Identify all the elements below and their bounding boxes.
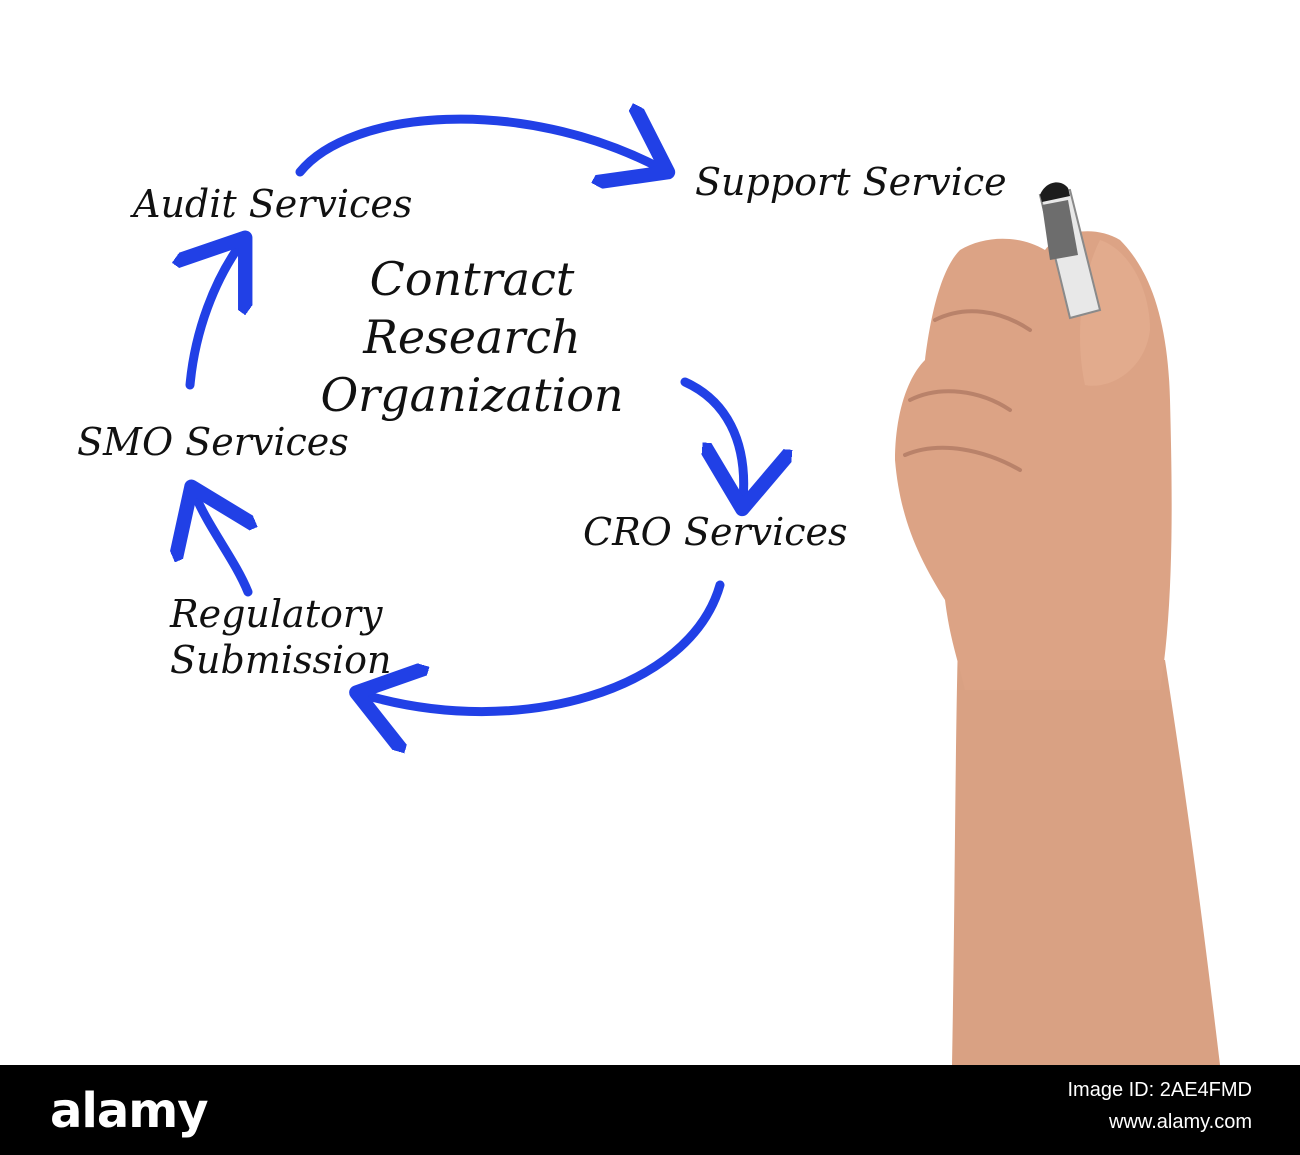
cycle-arrows — [0, 0, 1300, 1065]
arrow-regulatory-to-smo — [195, 495, 248, 597]
hand-with-marker-illustration — [895, 182, 1220, 1065]
alamy-logo: alamy — [50, 1083, 209, 1139]
arrow-audit-to-support — [295, 119, 660, 172]
marker-pen — [1038, 182, 1102, 320]
center-title: Contract Research Organization — [262, 250, 682, 424]
thumb — [1080, 240, 1150, 386]
stock-footer-bar: alamy Image ID: 2AE4FMD www.alamy.com — [0, 1065, 1300, 1155]
arrow-title-to-cro — [680, 377, 744, 500]
node-regulatory-line-2: Submission — [170, 638, 392, 682]
image-id-text: Image ID: 2AE4FMD — [1067, 1079, 1252, 1101]
center-title-line-2: Research — [363, 310, 581, 364]
center-title-line-1: Contract — [369, 252, 575, 306]
node-smo-services: SMO Services — [77, 420, 349, 464]
forearm — [952, 640, 1220, 1065]
knuckle-shading — [903, 309, 1032, 472]
arrow-smo-to-audit — [190, 245, 240, 390]
site-url-text: www.alamy.com — [1109, 1111, 1252, 1133]
node-support-service: Support Service — [695, 160, 1007, 204]
center-title-line-3: Organization — [320, 368, 624, 422]
arrow-cro-to-regulatory — [365, 580, 725, 712]
node-regulatory-line-1: Regulatory — [170, 592, 383, 636]
node-cro-services: CRO Services — [583, 510, 848, 554]
node-audit-services: Audit Services — [133, 182, 413, 226]
diagram-canvas: Contract Research Organization Support S… — [0, 0, 1300, 1065]
